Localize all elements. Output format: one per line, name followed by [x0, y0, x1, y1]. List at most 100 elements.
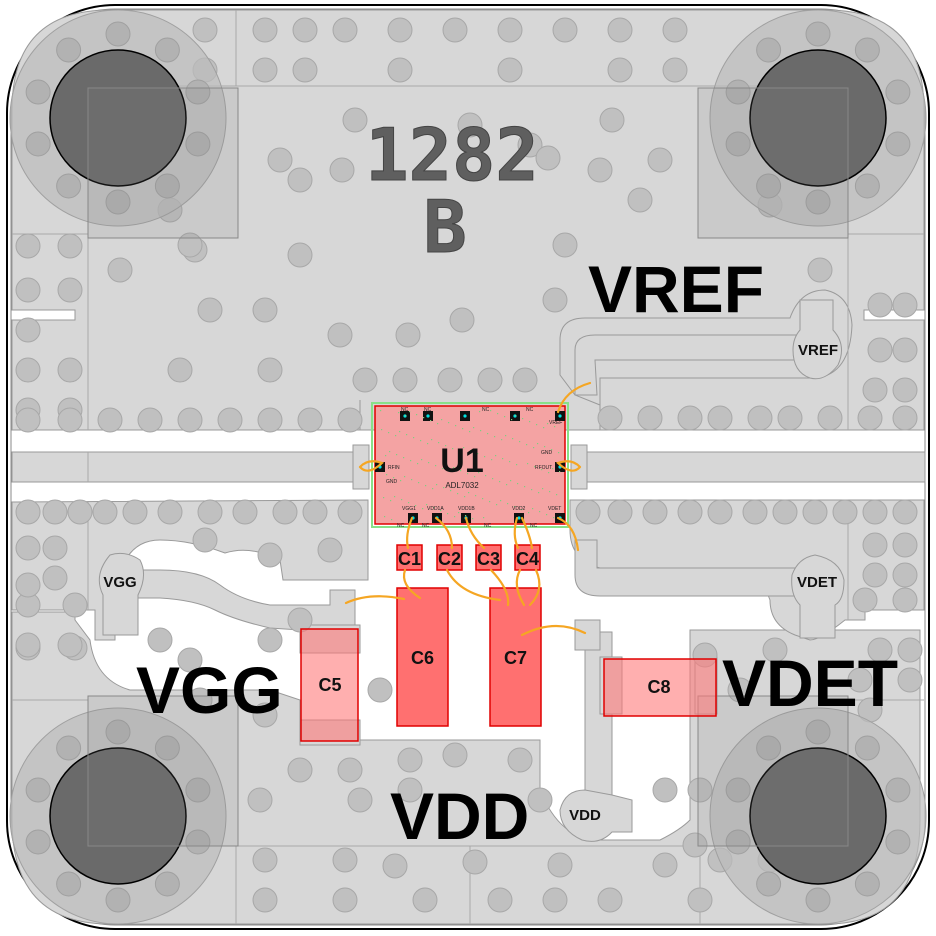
ic-texture-dot [500, 500, 502, 502]
via [67, 499, 93, 525]
bond-wire-rfin [358, 460, 385, 472]
board-marking-revision: B [423, 185, 466, 269]
ic-texture-dot [477, 453, 479, 455]
ic-texture-dot [463, 447, 465, 449]
ic-texture-dot [409, 411, 411, 413]
ic-texture-dot [393, 477, 395, 479]
via [327, 322, 353, 348]
via [885, 777, 911, 803]
pad-label-vdet[interactable]: VDET [797, 574, 837, 591]
capacitor-c8[interactable]: C8 [603, 658, 717, 717]
u1-pin-vdd1b: VDD1B [458, 506, 475, 512]
via [15, 407, 41, 433]
via [449, 307, 475, 333]
u1-ic[interactable]: U1 ADL7032 NC NC NC NC VREF RFIN GND GND… [371, 402, 569, 529]
via [547, 852, 573, 878]
via [892, 405, 918, 431]
via [137, 407, 163, 433]
via [267, 147, 293, 173]
via [105, 719, 131, 745]
capacitor-c6[interactable]: C6 [396, 587, 449, 727]
ic-texture-dot [519, 441, 521, 443]
ic-texture-dot [410, 460, 412, 462]
via [317, 537, 343, 563]
via [252, 297, 278, 323]
c6-label: C6 [411, 648, 434, 668]
bond-wire-vdd2-a [513, 516, 520, 550]
via [442, 17, 468, 43]
c3-label: C3 [477, 549, 500, 569]
pad-label-vdd[interactable]: VDD [569, 807, 601, 824]
vdet-trace [574, 539, 811, 597]
ic-texture-dot [413, 437, 415, 439]
ic-texture-dot [457, 493, 459, 495]
via [287, 167, 313, 193]
ic-texture-dot [469, 431, 471, 433]
u1-pin-nc: NC [484, 523, 492, 529]
bond-wire-vdd2-b [520, 516, 534, 550]
capacitor-c4[interactable]: C4 [514, 544, 541, 571]
via [272, 499, 298, 525]
via [542, 287, 568, 313]
u1-pin-nc: NC [422, 523, 430, 529]
c1-label: C1 [398, 549, 421, 569]
ic-texture-dot [499, 481, 501, 483]
capacitor-c1[interactable]: C1 [396, 544, 423, 571]
net-label-vgg: VGG [136, 653, 283, 727]
via [862, 562, 888, 588]
via [57, 277, 83, 303]
ic-texture-dot [430, 420, 432, 422]
ic-texture-dot [462, 428, 464, 430]
ic-texture-dot [529, 421, 531, 423]
ic-texture-dot [558, 452, 560, 454]
capacitor-c5[interactable]: C5 [300, 628, 359, 742]
ic-texture-dot [492, 478, 494, 480]
via [185, 131, 211, 157]
ic-texture-dot [549, 491, 551, 493]
via [747, 405, 773, 431]
via [395, 322, 421, 348]
via [57, 357, 83, 383]
vdd-pad [559, 789, 633, 842]
ic-texture-dot [420, 440, 422, 442]
bond-wire-vgg-c6 [344, 595, 406, 605]
via [15, 499, 41, 525]
via [287, 757, 313, 783]
via [637, 405, 663, 431]
via [252, 57, 278, 83]
ic-texture-dot [501, 439, 503, 441]
ic-texture-dot [543, 427, 545, 429]
net-labels: VREF VGG VDET VDD [136, 252, 898, 853]
capacitor-c7[interactable]: C7 [489, 587, 542, 727]
u1-part-number: ADL7032 [445, 481, 479, 490]
capacitor-c3[interactable]: C3 [475, 544, 502, 571]
via [287, 607, 313, 633]
via [725, 829, 751, 855]
ic-texture-dot [417, 463, 419, 465]
via [682, 832, 708, 858]
via [367, 677, 393, 703]
ic-texture-dot [552, 468, 554, 470]
ic-texture-dot [475, 495, 477, 497]
via [15, 572, 41, 598]
mounting-hole-drill [749, 747, 887, 885]
via [867, 637, 893, 663]
via [337, 407, 363, 433]
ic-texture-dot [415, 505, 417, 507]
pad-label-vgg[interactable]: VGG [103, 574, 136, 591]
ic-texture-dot [431, 439, 433, 441]
ic-texture-dot [464, 496, 466, 498]
ic-texture-dot [551, 449, 553, 451]
via [185, 829, 211, 855]
via [597, 405, 623, 431]
via [185, 79, 211, 105]
mounting-hole-drill [749, 49, 887, 187]
via [662, 57, 688, 83]
pad-label-vref[interactable]: VREF [798, 342, 838, 359]
via [342, 107, 368, 133]
ic-texture-dot [474, 476, 476, 478]
ic-texture-dot [421, 459, 423, 461]
capacitor-c2[interactable]: C2 [436, 544, 463, 571]
ic-texture-dot [480, 430, 482, 432]
vgg-pad [98, 552, 144, 636]
